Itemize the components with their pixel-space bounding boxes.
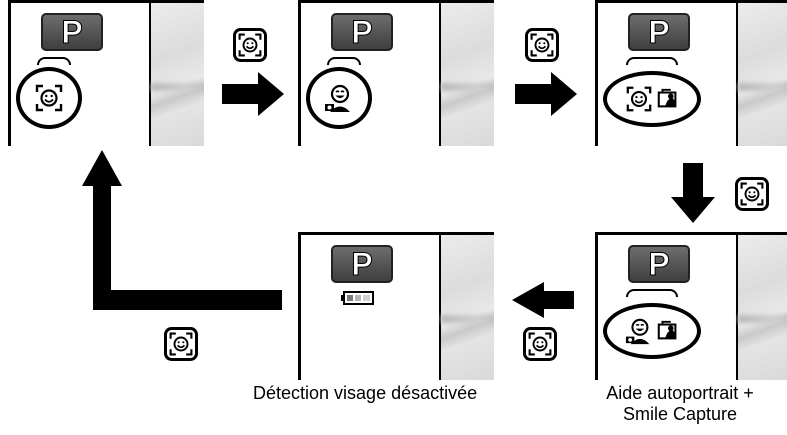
preview-area — [738, 235, 787, 380]
mode-symbol: P — [648, 246, 670, 282]
mode-selection-oval — [603, 71, 701, 127]
mode-selection-oval — [306, 67, 372, 129]
mode-symbol: P — [61, 14, 83, 50]
menu-halo — [327, 57, 361, 65]
face-detect-button-icon — [523, 327, 557, 361]
program-mode-badge: P — [41, 13, 103, 51]
face-detect-button-icon — [233, 28, 267, 62]
smile-capture-icon — [625, 317, 653, 345]
label-face-detection-off: Détection visage désactivée — [253, 383, 478, 403]
self-portrait-icon — [656, 319, 680, 343]
mode-symbol: P — [648, 14, 670, 50]
mode-symbol: P — [351, 246, 373, 282]
program-mode-badge: P — [331, 13, 393, 51]
camera-screen-5: P — [298, 232, 494, 380]
arrow-down — [671, 163, 715, 223]
mode-symbol: P — [351, 14, 373, 50]
label-line-2: Smile Capture — [622, 404, 738, 424]
camera-screen-3: P — [595, 0, 787, 146]
preview-area — [441, 235, 494, 380]
arrow-right-1 — [222, 72, 284, 116]
face-detect-button-icon — [735, 177, 769, 211]
screen-divider — [736, 3, 738, 146]
screen-divider — [736, 235, 738, 380]
arrow-left — [512, 282, 574, 318]
camera-screen-4: P — [595, 232, 787, 380]
label-self-portrait-smile: Aide autoportrait + Smile Capture — [575, 383, 785, 425]
smile-capture-icon — [324, 83, 354, 113]
camera-screen-2: P — [298, 0, 494, 146]
mode-selection-oval — [16, 67, 82, 129]
arrow-right-2 — [515, 72, 577, 116]
preview-area — [441, 3, 494, 146]
face-detect-button-icon — [525, 28, 559, 62]
screen-divider — [439, 3, 441, 146]
preview-area — [151, 3, 204, 146]
face-detect-button-icon — [164, 327, 198, 361]
program-mode-badge: P — [628, 245, 690, 283]
battery-icon — [341, 291, 374, 305]
screen-divider — [149, 3, 151, 146]
label-line-1: Aide autoportrait + — [606, 383, 754, 403]
menu-halo — [37, 57, 71, 65]
face-detect-icon — [625, 85, 653, 113]
preview-area — [738, 3, 787, 146]
face-detect-icon — [34, 83, 64, 113]
camera-screen-1: P — [8, 0, 204, 146]
menu-halo — [626, 289, 678, 297]
program-mode-badge: P — [331, 245, 393, 283]
program-mode-badge: P — [628, 13, 690, 51]
self-portrait-icon — [656, 87, 680, 111]
screen-divider — [439, 235, 441, 380]
menu-halo — [626, 57, 678, 65]
arrow-return-loop — [82, 150, 282, 310]
mode-selection-oval — [603, 303, 701, 359]
